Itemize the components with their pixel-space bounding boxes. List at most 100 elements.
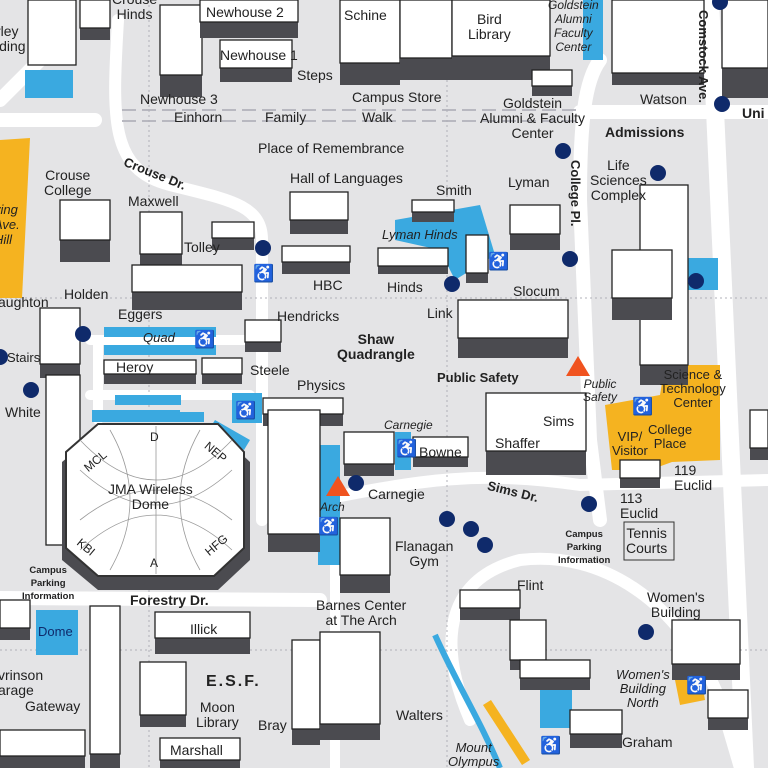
blue-path [432,633,503,768]
label-esf[interactable]: E.S.F. [206,673,261,690]
label-carnegie[interactable]: Carnegie [368,486,425,502]
label-campus-parking-info-east[interactable]: Campus Parking Information [558,529,611,566]
label-science-technology-center[interactable]: Science & Technology Center [660,367,726,410]
label-barnes-center[interactable]: Barnes Center at The Arch [316,597,407,628]
label-place-of-remembrance[interactable]: Place of Remembrance [258,140,405,156]
building-footprint [201,357,243,384]
label-119-euclid[interactable]: 119 Euclid [674,462,713,493]
building-roof [671,619,741,665]
building-roof [411,199,455,213]
building-footprint [27,0,77,66]
label-jma-wireless-dome[interactable]: JMA Wireless Dome [108,481,193,512]
building-footprint [159,4,203,97]
label-womens-building-north: Women's Building North [616,667,670,710]
label-smith[interactable]: Smith [436,182,472,198]
label-hurley[interactable]: rley lding [0,23,26,54]
building-roof [219,39,293,69]
label-flanagan-gym[interactable]: Flanagan Gym [395,538,454,569]
building-roof [721,0,768,69]
building-footprint [199,0,299,38]
label-graham[interactable]: Graham [622,734,673,750]
label-haughton[interactable]: aughton [0,294,49,310]
building-roof [211,221,255,239]
building-roof [27,0,77,66]
label-vip-visitor[interactable]: VIP/ Visitor [612,429,648,458]
label-public-safety[interactable]: Public Safety [437,370,519,385]
label-link[interactable]: Link [427,305,453,321]
label-sims[interactable]: Sims [543,413,575,429]
label-walters[interactable]: Walters [396,707,443,723]
label-hall-of-languages[interactable]: Hall of Languages [290,170,403,186]
label-goldstein-top[interactable]: Goldstein Alumni Faculty Center [548,0,599,54]
label-newhouse-1[interactable]: Newhouse 1 [220,47,298,63]
building-footprint [465,234,489,283]
label-moon-library[interactable]: Moon Library [196,699,239,730]
label-eggers[interactable]: Eggers [118,306,163,322]
label-steele[interactable]: Steele [250,362,290,378]
label-113-euclid[interactable]: 113 Euclid [620,490,659,521]
label-lyman[interactable]: Lyman [508,174,550,190]
label-steps[interactable]: Steps [297,67,333,83]
label-womens-building[interactable]: Women's Building [647,589,705,620]
label-einhorn[interactable]: Einhorn [174,109,223,125]
label-schine[interactable]: Schine [344,7,387,23]
building-roof [201,357,243,375]
label-newhouse-2[interactable]: Newhouse 2 [206,4,284,20]
label-tolley[interactable]: Tolley [184,239,220,255]
label-heroy[interactable]: Heroy [116,359,154,375]
label-lyman-hinds[interactable]: Lyman Hinds [382,227,458,242]
label-illick[interactable]: Illick [190,621,218,637]
label-lawrinson-garage[interactable]: vrinson arage [0,667,44,698]
label-hbc[interactable]: HBC [313,277,343,293]
building-footprint [281,245,351,274]
building-footprint [0,729,86,768]
label-crouse-college[interactable]: Crouse College [44,167,92,198]
label-white[interactable]: White [5,404,41,420]
label-public-safety-small: Public Safety [583,377,618,404]
building-roof [343,431,395,465]
label-campus-parking-info-west[interactable]: Campus Parking Information [22,565,75,602]
building-roof [509,204,561,235]
label-hinds[interactable]: Hinds [387,279,423,295]
label-dome-lot[interactable]: Dome [38,624,73,639]
street-forestry-dr: Forestry Dr. [130,592,209,608]
building-footprint [377,247,449,274]
label-shaw-quadrangle[interactable]: Shaw Quadrangle [337,331,415,362]
label-goldstein[interactable]: Goldstein Alumni & Faculty Center [480,95,586,141]
building-roof [339,517,391,576]
emergency-phone-icon [712,0,728,10]
label-bray[interactable]: Bray [258,717,287,733]
building-roof [154,611,251,639]
label-tennis-courts[interactable]: Tennis Courts [626,525,668,556]
label-marshall[interactable]: Marshall [170,742,223,758]
label-campus-store[interactable]: Campus Store [352,89,442,105]
label-watson[interactable]: Watson [640,91,687,107]
label-crouse-hinds[interactable]: Crouse Hinds [112,0,157,22]
label-holden[interactable]: Holden [64,286,109,302]
label-bird-library[interactable]: Bird Library [468,11,511,42]
label-flint[interactable]: Flint [517,577,544,593]
label-bowne[interactable]: Bowne [419,444,462,460]
label-gateway[interactable]: Gateway [25,698,81,714]
label-physics[interactable]: Physics [297,377,346,393]
label-slocum[interactable]: Slocum [513,283,560,299]
building-roof [244,319,282,343]
label-dome-d: D [150,430,159,444]
road-forestry-dr [0,591,327,607]
family-walk [122,109,580,122]
label-newhouse-3[interactable]: Newhouse 3 [140,91,218,107]
emergency-phone-icon [581,496,597,512]
label-hendricks[interactable]: Hendricks [277,308,340,324]
building-footprint [411,199,455,222]
wheelchair-icon: ♿ [540,736,562,755]
emergency-phone-icon [714,96,730,112]
label-life-sciences[interactable]: Life Sciences Complex [590,157,647,203]
label-carnegie-lot: Carnegie [384,418,433,432]
label-admissions[interactable]: Admissions [605,124,685,140]
label-maxwell[interactable]: Maxwell [128,193,179,209]
label-college-place[interactable]: College Place [648,422,693,451]
label-shaffer[interactable]: Shaffer [495,435,540,451]
building-footprint [244,319,282,352]
building-roof [611,249,673,299]
